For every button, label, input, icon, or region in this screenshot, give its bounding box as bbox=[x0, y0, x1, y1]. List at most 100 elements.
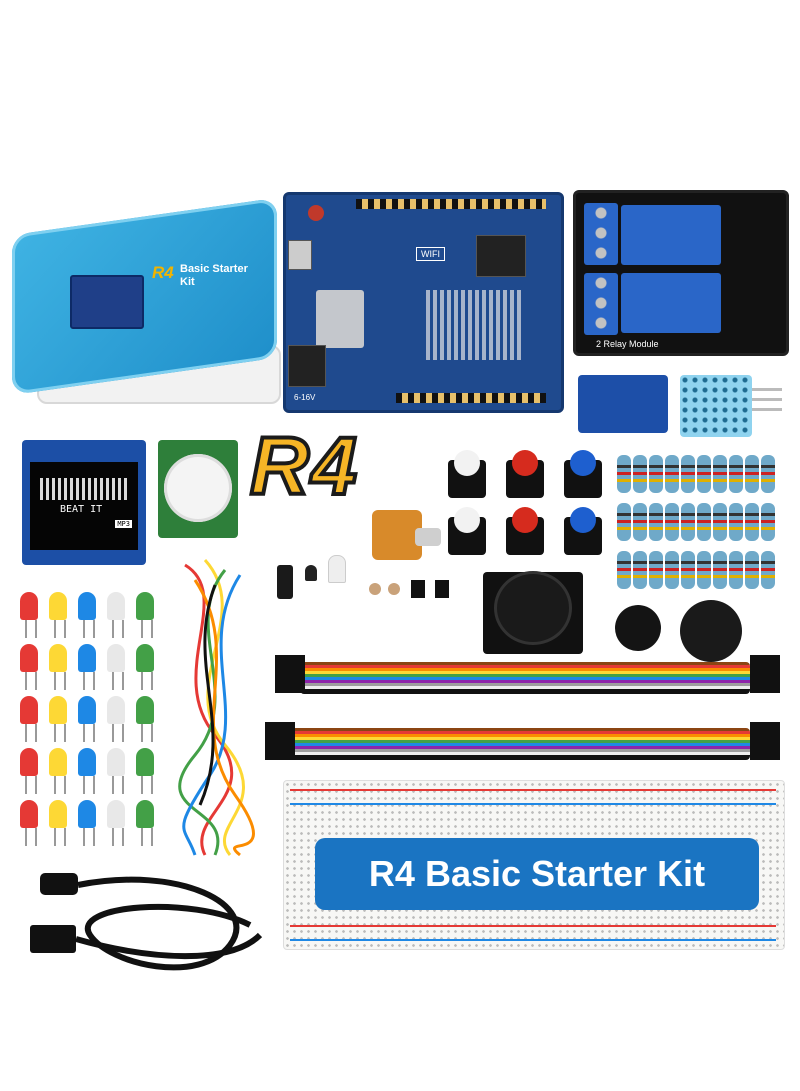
led bbox=[136, 592, 154, 638]
led bbox=[136, 644, 154, 690]
resistor bbox=[713, 551, 727, 589]
power-jack bbox=[288, 345, 326, 387]
joystick-module bbox=[483, 572, 583, 654]
jumper-ribbon-2 bbox=[290, 728, 750, 760]
joystick-knob bbox=[497, 574, 569, 642]
storage-box: R4 Basic Starter Kit bbox=[12, 195, 281, 404]
potentiometer-shaft bbox=[415, 528, 441, 546]
led bbox=[20, 696, 38, 742]
voltage-label: 6-16V bbox=[294, 393, 316, 402]
relay-caption: 2 Relay Module bbox=[596, 339, 659, 349]
ribbon-1-end-left bbox=[275, 655, 305, 693]
push-button bbox=[506, 450, 544, 498]
pin-header-bottom bbox=[396, 393, 546, 403]
led bbox=[107, 748, 125, 794]
ribbon-1-end-right bbox=[750, 655, 780, 693]
pir-dome bbox=[164, 454, 232, 522]
pir-sensor bbox=[158, 440, 238, 538]
resistor bbox=[697, 455, 711, 493]
resistor bbox=[649, 455, 663, 493]
led bbox=[136, 696, 154, 742]
esp-module bbox=[316, 290, 364, 348]
box-logo: R4 bbox=[152, 263, 174, 282]
pin-header-top bbox=[356, 199, 546, 209]
resistor bbox=[761, 503, 775, 541]
led bbox=[49, 644, 67, 690]
led bbox=[78, 592, 96, 638]
dht11-sensor bbox=[680, 375, 752, 437]
oled-tag: MP3 bbox=[115, 520, 132, 528]
resistor bbox=[729, 503, 743, 541]
ribbon-2-end-right bbox=[750, 722, 780, 760]
resistor bbox=[617, 455, 631, 493]
transistor-2 bbox=[435, 580, 449, 598]
push-button bbox=[564, 450, 602, 498]
led bbox=[78, 800, 96, 846]
usb-cable bbox=[30, 873, 263, 971]
resistor bbox=[697, 503, 711, 541]
jumper-wire-bundle bbox=[178, 558, 255, 857]
passive-buzzer bbox=[680, 600, 742, 662]
push-button bbox=[564, 507, 602, 555]
oled-display: BEAT IT MP3 bbox=[22, 440, 146, 565]
transistor-1 bbox=[411, 580, 425, 598]
rail-red-bottom bbox=[290, 925, 776, 927]
resistor bbox=[633, 503, 647, 541]
led bbox=[136, 800, 154, 846]
photoresistor-1 bbox=[369, 583, 381, 595]
oled-spectrum bbox=[40, 478, 128, 500]
rgb-led bbox=[328, 555, 346, 583]
relay-terminal-1 bbox=[584, 203, 618, 265]
resistor bbox=[681, 455, 695, 493]
rail-red-top bbox=[290, 789, 776, 791]
resistor bbox=[697, 551, 711, 589]
relay-terminal-2 bbox=[584, 273, 618, 335]
rail-blue-top bbox=[290, 803, 776, 805]
potentiometer bbox=[372, 510, 422, 560]
led bbox=[78, 696, 96, 742]
active-buzzer bbox=[615, 605, 661, 651]
reset-button bbox=[308, 205, 324, 221]
kit-title-banner: R4 Basic Starter Kit bbox=[315, 838, 759, 910]
resistor bbox=[745, 455, 759, 493]
r4-logo: R4 bbox=[248, 419, 359, 514]
relay-1 bbox=[621, 205, 721, 265]
led bbox=[136, 748, 154, 794]
resistor bbox=[681, 551, 695, 589]
photoresistor-2 bbox=[388, 583, 400, 595]
usb-c-port bbox=[288, 240, 312, 270]
resistor bbox=[713, 503, 727, 541]
led bbox=[20, 748, 38, 794]
resistor bbox=[665, 503, 679, 541]
resistor bbox=[617, 503, 631, 541]
box-board-image bbox=[70, 275, 144, 329]
capacitor bbox=[277, 565, 293, 599]
resistor bbox=[745, 551, 759, 589]
resistor bbox=[617, 551, 631, 589]
led bbox=[107, 696, 125, 742]
box-label: Basic Starter Kit bbox=[180, 263, 248, 288]
led-matrix bbox=[426, 290, 521, 360]
led bbox=[49, 800, 67, 846]
oled-screen: BEAT IT MP3 bbox=[30, 462, 138, 550]
resistor bbox=[649, 503, 663, 541]
resistor bbox=[729, 551, 743, 589]
led bbox=[107, 592, 125, 638]
push-button bbox=[448, 507, 486, 555]
dht11-pins bbox=[752, 388, 782, 418]
led bbox=[20, 800, 38, 846]
wifi-label: WIFI bbox=[416, 247, 445, 261]
mcu-chip bbox=[476, 235, 526, 277]
rail-blue-bottom bbox=[290, 939, 776, 941]
led bbox=[107, 800, 125, 846]
led bbox=[20, 592, 38, 638]
ribbon-2-end-left bbox=[265, 722, 295, 760]
relay-2 bbox=[621, 273, 721, 333]
led bbox=[78, 748, 96, 794]
led bbox=[20, 644, 38, 690]
push-button bbox=[506, 507, 544, 555]
resistor bbox=[761, 455, 775, 493]
relay-module: 2 Relay Module bbox=[573, 190, 789, 356]
led bbox=[107, 644, 125, 690]
resistor bbox=[633, 551, 647, 589]
